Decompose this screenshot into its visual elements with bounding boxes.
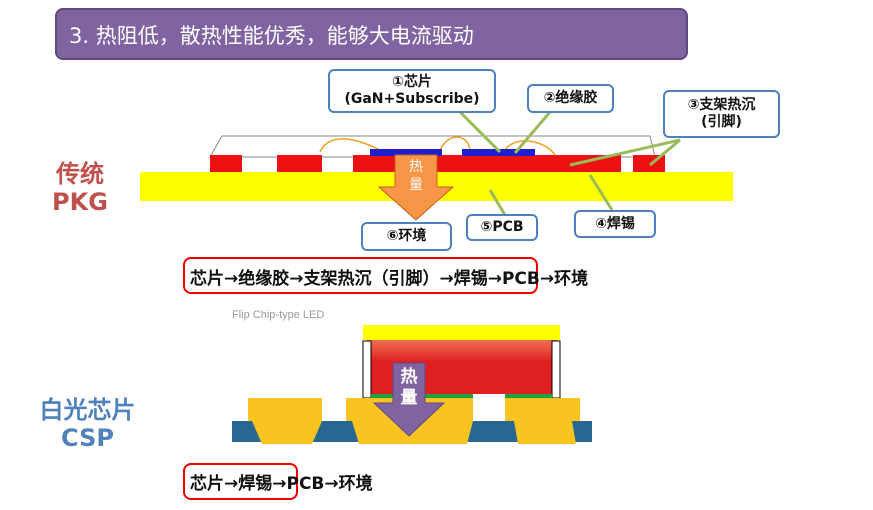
slide-title: 3. 热阻低，散热性能优秀，能够大电流驱动 <box>55 8 688 60</box>
heat-label-pkg: 热量 <box>409 159 423 193</box>
chip-left <box>370 149 442 156</box>
callout-frame: ③支架热沉 (引脚) <box>663 90 780 138</box>
pkg-label-line1: 传统 <box>56 160 104 188</box>
pkg-heat-path: 芯片→绝缘胶→支架热沉（引脚）→焊锡→PCB→环境 <box>190 269 589 289</box>
phosphor-layer <box>363 325 560 340</box>
heat-label-csp: 热量 <box>400 367 418 408</box>
csp-label-line1: 白光芯片 <box>39 396 136 424</box>
heat-arrow-csp <box>372 362 446 437</box>
callout-frame-line2: (引脚) <box>701 114 742 130</box>
csp-label: 白光芯片 CSP <box>30 396 145 452</box>
heat-arrow-pkg <box>377 154 455 221</box>
callout-solder: ④焊锡 <box>574 210 656 238</box>
solder-pads <box>248 398 580 444</box>
csp-label-line2: CSP <box>61 424 114 452</box>
pointer-arrows <box>458 110 681 216</box>
csp-flow-highlight <box>183 463 298 500</box>
csp-caption: Flip Chip-type LED <box>232 309 325 321</box>
pkg-label: 传统 PKG <box>40 160 120 216</box>
callout-glue: ②绝缘胶 <box>527 84 614 113</box>
pkg-flow-highlight <box>183 257 538 294</box>
callout-chip-line2: (GaN+Subscribe) <box>344 91 480 107</box>
bond-wires <box>319 136 556 156</box>
callout-chip-line1: ①芯片 <box>392 74 432 90</box>
callout-env: ⑥环境 <box>361 222 452 251</box>
csp-heat-path: 芯片→焊锡→PCB→环境 <box>190 474 373 494</box>
pkg-label-line2: PKG <box>52 188 108 216</box>
callout-chip: ①芯片 (GaN+Subscribe) <box>328 69 496 113</box>
callout-frame-line1: ③支架热沉 <box>687 97 756 113</box>
callout-pcb: ⑤PCB <box>466 214 538 241</box>
